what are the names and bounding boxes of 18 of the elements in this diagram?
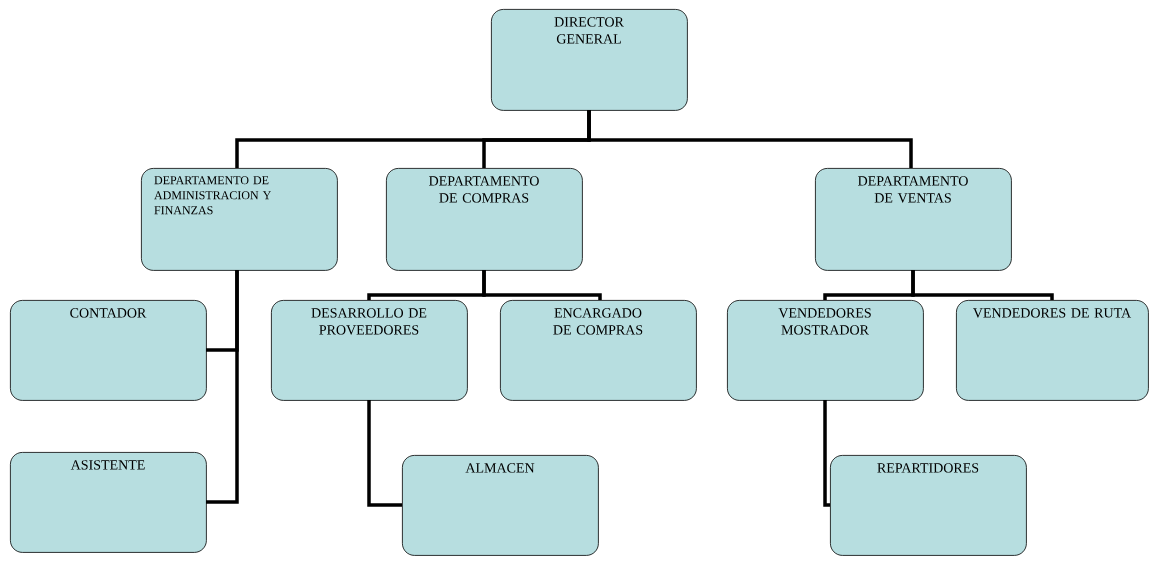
connector-line [587, 110, 913, 168]
org-box: DEPARTAMENTO DE COMPRAS [386, 168, 583, 271]
org-box: ALMACEN [402, 455, 599, 556]
connector-line [911, 270, 1054, 300]
org-box: CONTADOR [10, 300, 207, 401]
org-box: DESARROLLO DE PROVEEDORES [271, 300, 468, 401]
org-box: ASISTENTE [10, 452, 207, 553]
org-box: REPARTIDORES [830, 455, 1027, 556]
org-box: DEPARTAMENTO DE VENTAS [815, 168, 1012, 271]
org-box: DIRECTOR GENERAL [491, 9, 688, 111]
connector-line [823, 400, 830, 507]
connector-line [482, 270, 602, 300]
org-box: VENDEDORES MOSTRADOR [727, 300, 924, 401]
connector-line [206, 270, 239, 504]
org-box: DEPARTAMENTO DE ADMINISTRACION Y FINANZAS [141, 168, 338, 271]
connector-line [367, 400, 402, 507]
org-box: VENDEDORES DE RUTA [956, 300, 1149, 401]
org-box: ENCARGADO DE COMPRAS [500, 300, 697, 401]
